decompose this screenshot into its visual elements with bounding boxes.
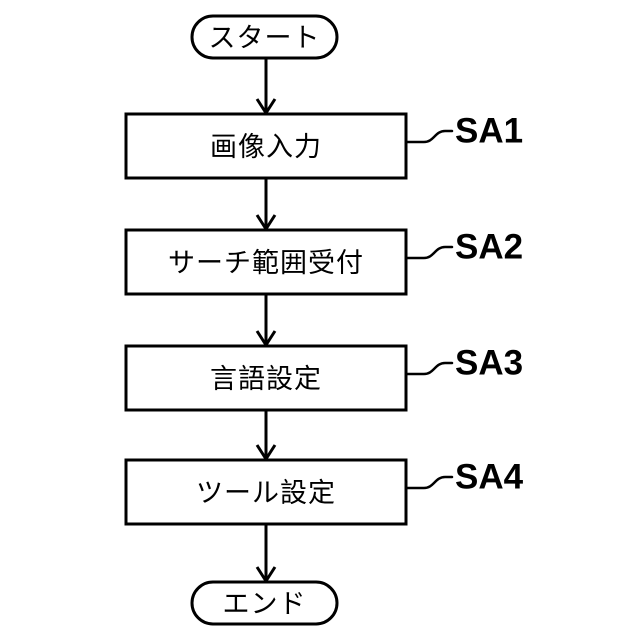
- end-node: エンド: [190, 580, 339, 626]
- process-box-label: 言語設定: [210, 364, 322, 394]
- connector-step-4-to-end: [255, 524, 277, 584]
- process-step-2: サーチ範囲受付 SA2: [124, 228, 523, 296]
- process-box-label: サーチ範囲受付: [168, 248, 364, 278]
- connector-step-1-to-step-2: [255, 178, 277, 232]
- step-reference-label: SA1: [455, 112, 523, 151]
- process-box-label: ツール設定: [196, 478, 336, 508]
- connector-start-to-step-1: [255, 58, 277, 116]
- step-reference-label: SA3: [455, 344, 523, 383]
- connector-step-3-to-step-4: [255, 410, 277, 462]
- start-node: スタート: [190, 14, 339, 60]
- step-reference-label: SA2: [455, 228, 523, 267]
- process-step-4: ツール設定 SA4: [124, 458, 524, 526]
- leader-line: [404, 361, 454, 376]
- leader-line: [404, 475, 454, 490]
- step-reference-label: SA4: [455, 458, 524, 497]
- process-step-3: 言語設定 SA3: [124, 344, 523, 412]
- process-box: [124, 112, 408, 180]
- connector-step-2-to-step-3: [255, 294, 277, 348]
- process-box: [124, 458, 408, 526]
- start-node-label: スタート: [209, 23, 321, 53]
- end-node-shape: [190, 580, 339, 626]
- process-box-label: 画像入力: [210, 132, 322, 162]
- end-node-label: エンド: [223, 589, 307, 619]
- leader-line: [404, 245, 454, 260]
- process-step-1: 画像入力 SA1: [124, 112, 523, 180]
- leader-line: [404, 129, 454, 144]
- process-box: [124, 228, 408, 296]
